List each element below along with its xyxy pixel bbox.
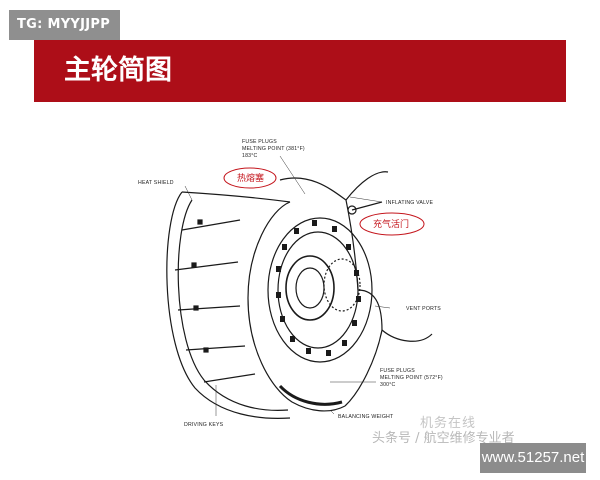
label-heat-shield: HEAT SHIELD: [138, 180, 174, 186]
watermark-line-2: 头条号 / 航空维修专业者: [372, 431, 515, 446]
label-fuse-plugs-top-3: 183°C: [242, 153, 258, 159]
label-balancing-weight: BALANCING WEIGHT: [338, 414, 394, 420]
bolt-circle: [276, 220, 361, 356]
rim-flange-bottom: [344, 328, 433, 407]
label-fuse-plugs-bottom-1: FUSE PLUGS: [380, 368, 415, 374]
callout-fusible-plug-text: 热熔塞: [237, 172, 264, 184]
page-title: 主轮简图: [64, 55, 172, 86]
inflating-valve-part: [347, 205, 357, 215]
label-inflating-valve: INFLATING VALVE: [386, 200, 433, 206]
bearing-bore: [295, 267, 325, 309]
callout-inflation-valve-text: 充气活门: [373, 218, 409, 230]
heat-shield-inner: [177, 199, 289, 411]
telegram-badge: TG: MYYJJPP: [9, 10, 120, 40]
label-fuse-plugs-top-1: FUSE PLUGS: [242, 139, 277, 145]
hub-outer: [267, 217, 373, 363]
rim-flange-top: [279, 171, 389, 201]
label-fuse-plugs-bottom-3: 300°C: [380, 382, 396, 388]
balancing-weight: [278, 384, 343, 406]
label-driving-keys: DRIVING KEYS: [184, 422, 224, 428]
wheel-drawing: [166, 171, 433, 419]
label-fuse-plugs-top-2: MELTING POINT (381°F): [242, 146, 305, 152]
leader-lines: [184, 155, 391, 416]
label-fuse-plugs-bottom-2: MELTING POINT (572°F): [380, 375, 443, 381]
hub-bolt-circle: [277, 231, 359, 349]
telegram-badge-text: TG: MYYJJPP: [17, 17, 111, 32]
heat-shield-top-edge: [181, 191, 291, 203]
title-bar: 主轮简图: [34, 40, 566, 102]
watermark-site: www.51257.net: [480, 443, 586, 473]
english-labels: FUSE PLUGS MELTING POINT (381°F) 183°C H…: [138, 139, 443, 428]
label-vent-ports: VENT PORTS: [406, 306, 441, 312]
callout-fusible-plug: 热熔塞: [223, 167, 277, 189]
outer-rim: [247, 201, 346, 412]
hub-inner-ring: [323, 258, 361, 312]
bearing-housing: [285, 255, 335, 321]
main-wheel-diagram: FUSE PLUGS MELTING POINT (381°F) 183°C H…: [138, 139, 443, 428]
heat-shield-outline: [166, 191, 291, 419]
callout-inflation-valve: 充气活门: [359, 212, 425, 236]
watermark-line-1: 机务在线: [420, 416, 477, 431]
